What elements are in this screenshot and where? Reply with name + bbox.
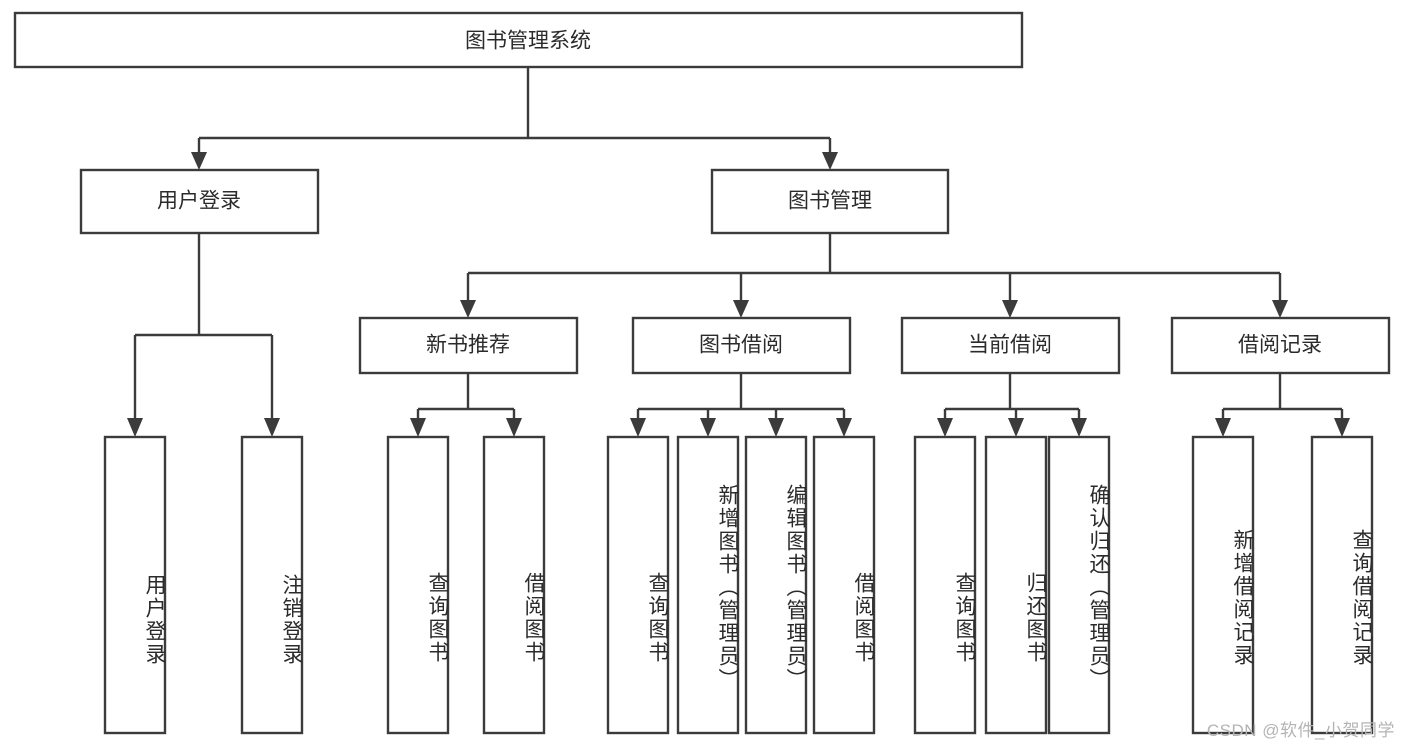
arrow-current-leaf2 — [1008, 418, 1024, 437]
leaf-box-user-login[interactable] — [103, 435, 167, 735]
leaf-box-confirm-return[interactable] — [1047, 435, 1111, 735]
node-book-manage-box[interactable] — [710, 168, 950, 235]
node-current-borrow[interactable]: 当前借阅 — [900, 316, 1121, 375]
arrow-current-leaf3 — [1071, 418, 1087, 437]
csdn-watermark: CSDN @软件_小贺同学 — [1206, 721, 1395, 740]
arrow-to-record — [1272, 300, 1288, 318]
leaf-box-logout[interactable] — [240, 435, 304, 735]
arrow-leaf-user-login — [127, 418, 143, 437]
arrow-newbook-leaf1 — [410, 418, 426, 437]
leaf-box-query-record[interactable] — [1310, 435, 1374, 735]
arrow-to-newbook — [460, 300, 476, 318]
node-user-login[interactable]: 用户登录 — [79, 168, 320, 235]
node-book-borrow[interactable]: 图书借阅 — [631, 316, 852, 375]
connector-group-user-login — [127, 233, 280, 437]
leaf-box-add-record[interactable] — [1191, 435, 1255, 735]
arrow-to-borrow — [733, 300, 749, 318]
arrow-record-leaf1 — [1215, 418, 1231, 437]
node-borrow-record[interactable]: 借阅记录 — [1170, 316, 1391, 375]
connector-group-book-manage — [460, 233, 1288, 318]
leaf-box-edit-book[interactable] — [744, 435, 808, 735]
arrow-borrow-leaf4 — [836, 418, 852, 437]
node-root-label: 图书管理系统 — [465, 30, 591, 53]
node-newbook-box[interactable] — [358, 316, 579, 375]
node-user-login-label: 用户登录 — [157, 190, 241, 213]
leaf-box-borrow-book-2[interactable] — [812, 435, 876, 735]
arrow-record-leaf2 — [1334, 418, 1350, 437]
leaf-box-query-book-3[interactable] — [913, 435, 977, 735]
arrow-borrow-leaf1 — [630, 418, 646, 437]
node-root[interactable]: 图书管理系统 — [13, 11, 1024, 69]
connector-group-root — [191, 67, 838, 170]
arrow-to-book-manage — [822, 152, 838, 170]
arrow-newbook-leaf2 — [506, 418, 522, 437]
arrow-to-user-login — [191, 152, 207, 170]
connector-group-current — [937, 373, 1087, 437]
arrow-borrow-leaf3 — [768, 418, 784, 437]
node-newbook-recommend[interactable]: 新书推荐 — [358, 316, 579, 375]
node-book-manage[interactable]: 图书管理 — [710, 168, 950, 235]
leaf-box-query-book-1[interactable] — [386, 435, 450, 735]
node-current-box[interactable] — [900, 316, 1121, 375]
node-newbook-label: 新书推荐 — [426, 334, 510, 357]
connector-group-newbook — [410, 373, 522, 437]
connector-group-record — [1215, 373, 1350, 437]
node-borrow-box[interactable] — [631, 316, 852, 375]
node-book-manage-label: 图书管理 — [788, 190, 872, 213]
arrow-to-current — [1002, 300, 1018, 318]
arrow-borrow-leaf2 — [700, 418, 716, 437]
node-record-box[interactable] — [1170, 316, 1391, 375]
node-root-box[interactable] — [13, 11, 1024, 69]
leaf-box-add-book[interactable] — [676, 435, 740, 735]
node-current-label: 当前借阅 — [968, 334, 1052, 357]
leaf-box-return-book[interactable] — [984, 435, 1048, 735]
leaf-box-borrow-book-1[interactable] — [482, 435, 546, 735]
connector-group-borrow — [630, 373, 852, 437]
leaf-box-query-book-2[interactable] — [606, 435, 670, 735]
node-record-label: 借阅记录 — [1238, 334, 1322, 357]
arrow-current-leaf1 — [937, 418, 953, 437]
node-user-login-box[interactable] — [79, 168, 320, 235]
node-borrow-label: 图书借阅 — [699, 334, 783, 357]
arrow-leaf-logout — [264, 418, 280, 437]
